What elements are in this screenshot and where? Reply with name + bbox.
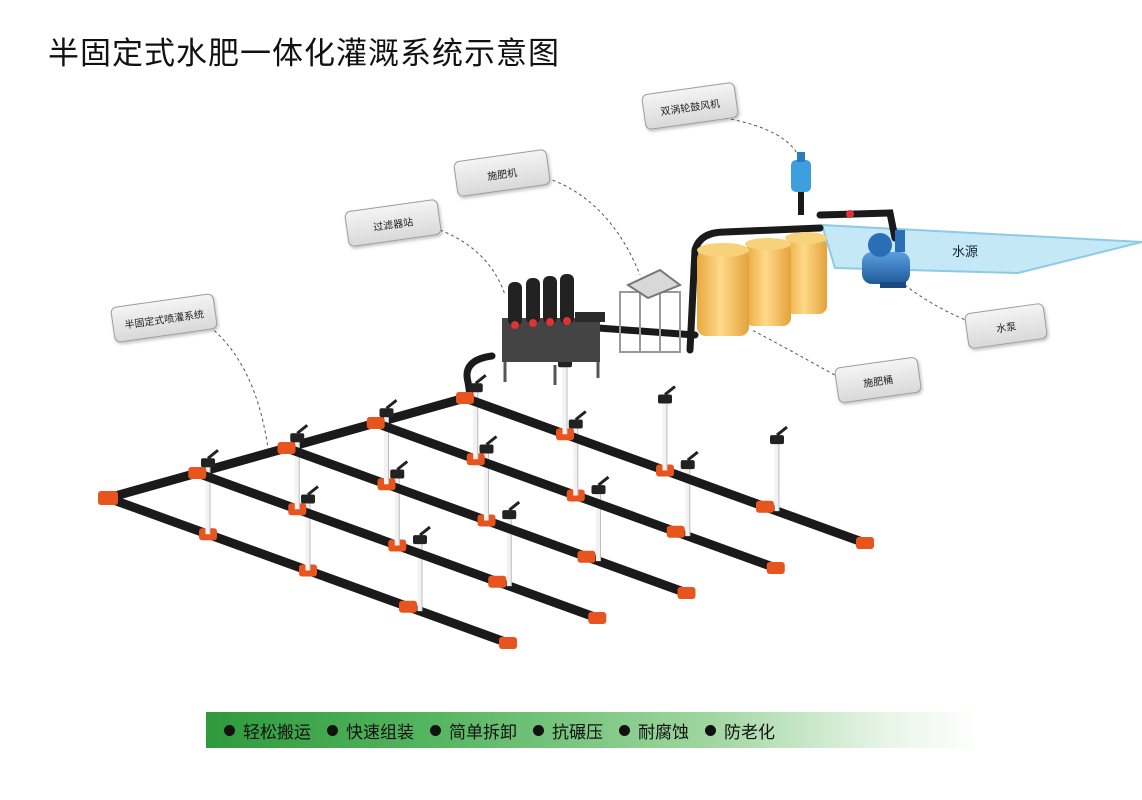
feature-item: 防老化 <box>705 718 775 743</box>
sprinkler-head-icon <box>413 535 427 545</box>
sprinkler-nozzle <box>508 500 521 512</box>
sprinkler-nozzle <box>207 449 219 460</box>
water-source-label: 水源 <box>952 245 979 260</box>
sprinkler-nozzle <box>664 385 676 396</box>
callout-filter-station-text: 过滤器站 <box>372 216 414 234</box>
pipe-fitting <box>366 417 385 429</box>
feature-item: 快速组装 <box>327 718 414 743</box>
sprinkler-head-icon <box>658 394 672 404</box>
pipe-fitting <box>499 637 517 649</box>
feature-text: 简单拆卸 <box>449 722 517 743</box>
sprinkler-nozzle <box>307 485 319 496</box>
sprinkler-nozzle <box>385 399 398 410</box>
filter-station <box>502 274 605 385</box>
blower-icon <box>791 152 811 215</box>
leader-fert-machine <box>546 177 641 276</box>
sprinkler-nozzle <box>574 410 587 421</box>
tank-icon <box>697 232 827 336</box>
pipe-fitting <box>856 537 874 549</box>
sprinkler-head-icon <box>468 383 483 393</box>
sprinkler-nozzle <box>419 525 431 537</box>
feature-item: 轻松搬运 <box>224 718 311 743</box>
bullet-icon <box>619 724 630 736</box>
callout-blower-text: 双涡轮鼓风机 <box>659 98 721 118</box>
pipe-fitting <box>766 562 785 574</box>
pipe-fitting <box>277 442 296 454</box>
pipe-fitting <box>98 491 118 505</box>
sprinkler-field <box>98 349 874 649</box>
leader-sprinkler <box>204 322 269 449</box>
callout-sprinkler-system-text: 半固定式喷灌系统 <box>123 308 205 331</box>
pipe-fitting <box>666 525 685 538</box>
sprinkler-nozzle <box>686 450 699 462</box>
pipe-fitting <box>677 587 696 599</box>
sprinkler-nozzle <box>396 460 409 471</box>
sprinkler-nozzle <box>776 425 788 437</box>
sprinkler-head-icon <box>770 435 784 445</box>
sprinkler-head-icon <box>390 469 405 479</box>
callout-fertilizer-machine-text: 施肥机 <box>486 167 518 183</box>
bullet-icon <box>705 724 716 736</box>
leader-lines <box>204 117 971 449</box>
page-title: 半固定式水肥一体化灌溉系统示意图 <box>48 36 560 72</box>
fertilizer-machine <box>619 268 683 353</box>
callout-pump-text: 水泵 <box>995 321 1017 335</box>
feature-item: 抗碾压 <box>533 718 603 743</box>
leader-filter <box>439 229 506 296</box>
pipe-fitting <box>456 392 474 404</box>
leader-tank <box>751 329 841 379</box>
bullet-icon <box>430 724 441 736</box>
pump-icon <box>846 210 910 288</box>
pipe-fitting <box>588 612 607 624</box>
pipe-fitting <box>188 467 207 479</box>
feature-bar: 轻松搬运 快速组装 简单拆卸 抗碾压 耐腐蚀 防老化 <box>206 712 980 748</box>
sprinkler-head-icon <box>479 444 494 454</box>
supply-pipe <box>463 209 899 399</box>
leader-pump <box>904 284 971 323</box>
pipe-fitting <box>399 600 417 613</box>
sprinkler-nozzle <box>474 374 487 385</box>
feature-item: 简单拆卸 <box>430 718 517 743</box>
sprinkler-nozzle <box>597 475 610 487</box>
pipe-fitting <box>577 550 596 563</box>
sprinkler-head-icon <box>568 419 583 429</box>
sprinkler-head-icon <box>379 408 394 418</box>
pipe-fitting <box>756 500 774 513</box>
sprinkler-nozzle <box>296 424 309 435</box>
feature-text: 耐腐蚀 <box>638 722 689 743</box>
sprinkler-nozzle <box>485 435 498 446</box>
feature-text: 快速组装 <box>346 722 414 743</box>
feature-text: 防老化 <box>724 722 775 743</box>
feature-item: 耐腐蚀 <box>619 718 689 743</box>
sprinkler-head-icon <box>591 485 606 495</box>
sprinkler-head-icon <box>290 433 305 443</box>
fertilizer-tanks <box>697 232 827 336</box>
leader-blower <box>724 117 801 161</box>
bullet-icon <box>224 724 235 736</box>
sprinkler-head-icon <box>201 458 215 468</box>
pipe-fitting <box>488 575 507 588</box>
bullet-icon <box>533 724 544 736</box>
sprinkler-head-icon <box>680 460 695 470</box>
sprinkler-head-icon <box>301 494 315 504</box>
sprinkler-head-icon <box>502 510 517 520</box>
feature-text: 轻松搬运 <box>243 722 311 743</box>
feature-text: 抗碾压 <box>552 722 603 743</box>
filter-icon <box>508 274 574 326</box>
callout-fertilizer-tank-text: 施肥桶 <box>862 374 894 390</box>
bullet-icon <box>327 724 338 736</box>
